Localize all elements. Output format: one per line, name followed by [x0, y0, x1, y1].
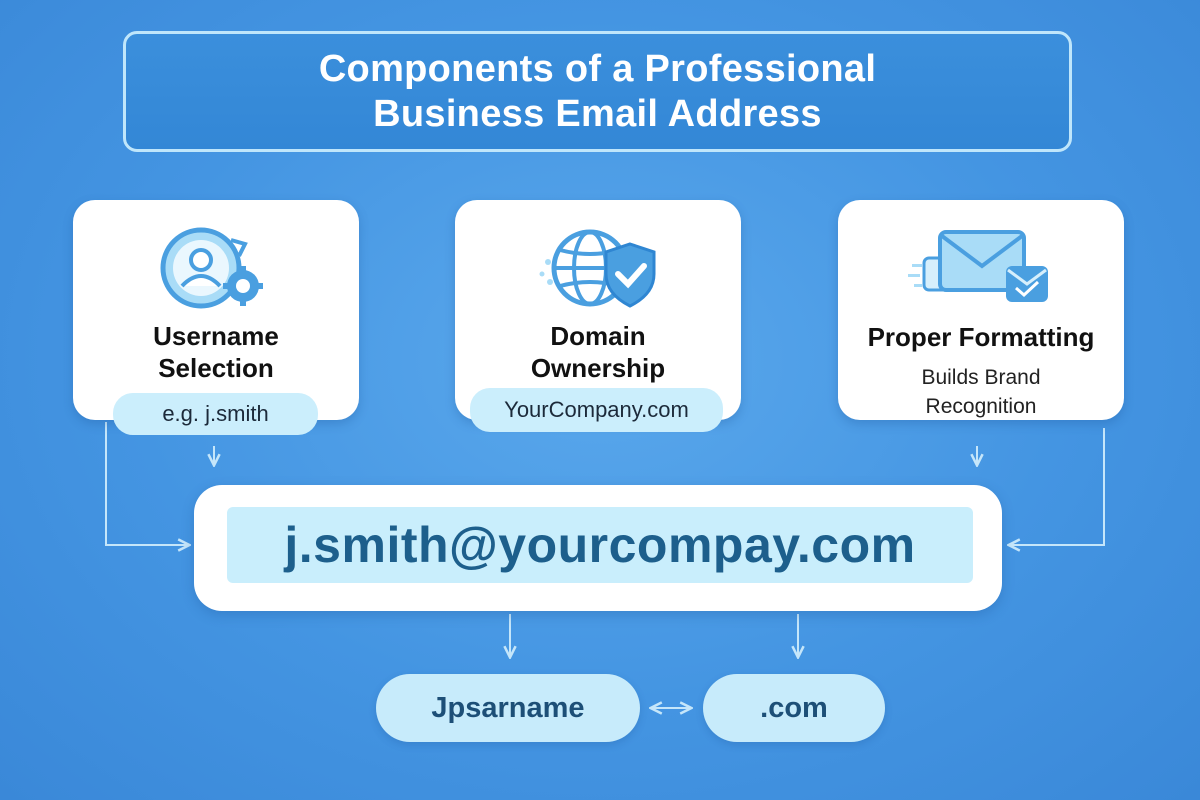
card-proper-formatting: Proper Formatting Builds Brand Recogniti… [838, 200, 1124, 420]
part-tld-pill: .com [703, 674, 885, 742]
part-username-pill: Jpsarname [376, 674, 640, 742]
example-pill-username: e.g. j.smith [113, 393, 318, 435]
card-username-selection: Username Selection [73, 200, 359, 420]
card-title-username: Username Selection [153, 321, 279, 383]
card-title-format: Proper Formatting [867, 322, 1095, 352]
email-address-box: j.smith@yourcompay.com [194, 485, 1002, 611]
globe-shield-icon [539, 229, 656, 308]
card-subtitle-format: Builds Brand Recognition [921, 366, 1041, 418]
envelope-check-icon [908, 230, 1048, 302]
card-domain-ownership: Domain Ownership [455, 200, 741, 420]
user-gear-icon [160, 227, 263, 309]
example-pill-domain: YourCompany.com [470, 388, 723, 432]
card-title-domain: Domain Ownership [530, 321, 666, 383]
diagram-title: Components of a Professional Business Em… [318, 47, 877, 135]
email-address: j.smith@yourcompay.com [227, 507, 973, 583]
connector-format-to-email [1010, 428, 1105, 545]
diagram-title-box: Components of a Professional Business Em… [123, 31, 1072, 152]
connector-username-to-email [105, 422, 188, 545]
